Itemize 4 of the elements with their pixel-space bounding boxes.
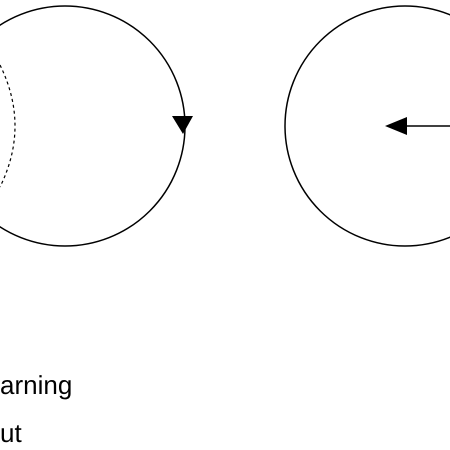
- label-text: arning: [0, 372, 72, 398]
- label-text: ut: [0, 420, 22, 446]
- circle-outline: [0, 5, 186, 247]
- circle-outline: [284, 5, 450, 247]
